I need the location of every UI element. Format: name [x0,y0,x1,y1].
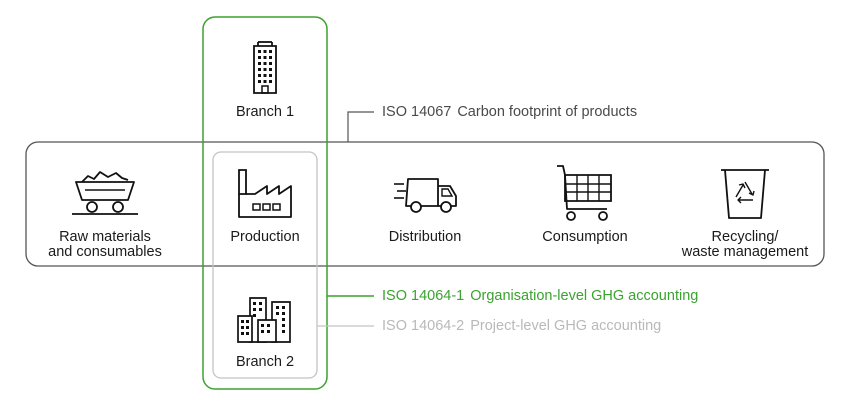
iso-14067-code: ISO 14067 [382,104,452,120]
branch-1-label: Branch 1 [235,104,295,120]
project-frame [212,151,318,379]
iso-14064-1-title: Organisation-level GHG accounting [470,288,699,304]
stage-recycling-label: Recycling/ waste management [681,229,809,260]
iso-14064-2-title: Project-level GHG accounting [470,318,662,334]
stage-production-label: Production [230,229,300,245]
iso-14064-1-label: ISO 14064-1 Organisation-level GHG accoun… [382,288,698,304]
iso-14064-2-label: ISO 14064-2 Project-level GHG accounting [382,318,661,334]
iso-14067-title: Carbon footprint of products [457,104,638,120]
iso-14064-1-code: ISO 14064-1 [382,288,465,304]
city-buildings-icon [236,296,294,344]
stage-distribution-label: Distribution [388,229,462,245]
shopping-cart-icon [555,163,615,223]
iso-14067-connector [347,111,374,142]
recycling-bin-icon [719,166,771,220]
stage-consumption-label: Consumption [542,229,628,245]
iso-14067-label: ISO 14067 Carbon footprint of products [382,104,637,120]
office-building-icon [250,40,280,94]
delivery-truck-icon [392,174,460,214]
factory-icon [236,166,294,218]
mine-cart-icon [70,168,140,218]
branch-2-label: Branch 2 [235,354,295,370]
value-chain-frame [25,141,825,267]
iso-14064-2-code: ISO 14064-2 [382,318,465,334]
organisation-frame [202,16,328,390]
stage-raw-materials-label: Raw materials and consumables [48,229,162,260]
